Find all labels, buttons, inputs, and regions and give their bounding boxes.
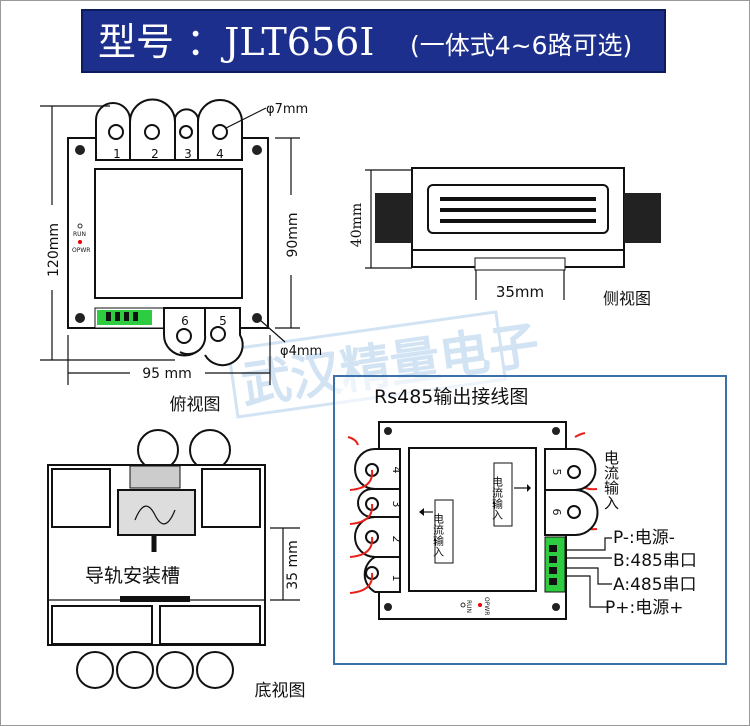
svg-text:2: 2 [151,147,159,161]
current-input-label-left: 电流输入 [419,499,454,564]
svg-text:5: 5 [219,314,227,328]
terminal-label-a: A:485串口 [613,575,697,595]
terminal-label-p-minus: P-:电源- [613,528,675,548]
svg-text:OPWR: OPWR [483,597,490,615]
wiring-diagram: Rs485输出接线图 4 3 2 1 5 6 [333,375,727,665]
side-view: 40mm 35mm 侧视图 [349,167,661,308]
svg-text:6: 6 [550,509,563,516]
svg-text:5: 5 [550,469,563,476]
width-label: 95 mm [142,366,192,382]
terminal-label-b: B:485串口 [613,551,697,571]
mount-hole-icon [75,145,85,155]
svg-text:电流输入: 电流输入 [491,476,504,520]
svg-text:RUN: RUN [465,600,472,613]
bottom-view-caption: 底视图 [255,681,306,701]
height-body-label: 90mm [285,212,301,257]
svg-text:2: 2 [390,536,403,543]
bottom-rail-label: 35 mm [285,540,301,590]
height-total-label: 120mm [46,223,62,277]
current-input-label-center: 电流输入 [491,462,531,527]
current-input-label-vertical: 电流输入 [602,450,620,510]
top-view: 1 2 3 4 φ7mm RUN OPWR 6 5 φ4mm 120mm 90m… [40,98,322,415]
mount-hole-icon [75,313,85,323]
wiring-title: Rs485输出接线图 [374,386,528,408]
side-height-label: 40mm [349,203,365,247]
svg-text:1: 1 [113,147,121,161]
svg-text:3: 3 [184,147,192,161]
title-banner: 型号 ：JLT656I (一体式4~6路可选) [81,9,666,73]
svg-text:4: 4 [216,147,224,161]
svg-text:4: 4 [390,467,403,474]
side-rail-label: 35mm [496,283,544,301]
model-label: 型号 ：JLT656I [98,20,374,64]
mount-hole-label: φ4mm [280,344,322,359]
top-view-caption: 俯视图 [170,395,221,415]
model-suffix: (一体式4~6路可选) [410,31,632,60]
side-view-caption: 侧视图 [603,289,651,308]
svg-text:OPWR: OPWR [72,247,90,254]
terminal-label-p-plus: P+:电源+ [605,598,683,618]
svg-text:1: 1 [390,575,403,582]
svg-text:RUN: RUN [73,231,86,238]
bottom-view: 导轨安装槽 35 mm 底视图 [47,429,306,701]
hole-diameter-label: φ7mm [266,102,308,117]
rail-slot-label: 导轨安装槽 [85,565,180,587]
mount-hole-icon [252,145,262,155]
svg-text:电流输入: 电流输入 [432,513,445,557]
svg-text:3: 3 [390,501,403,508]
svg-text:6: 6 [181,314,189,328]
mount-hole-icon [252,313,262,323]
